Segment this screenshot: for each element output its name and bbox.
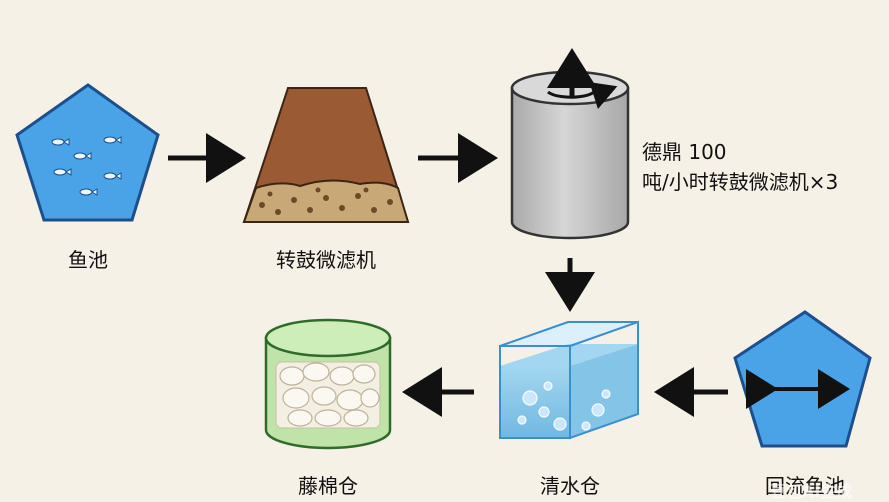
watermark: 豆包AI生成 [770,482,853,501]
fish-pond-icon [15,83,160,222]
fish-pond-label: 鱼池 [68,248,108,272]
spec-line-1: 德鼎 100 [642,140,727,164]
drum-filter-icon [242,87,410,223]
spec-line-2: 吨/小时转鼓微滤机×3 [642,170,839,194]
clear-water-tank-icon [499,320,639,440]
return-pond-label: 回流鱼池 [765,474,845,498]
return-pond-icon [733,310,872,448]
drum-filter-label: 转鼓微滤机 [276,248,376,272]
cotton-tank-icon [264,318,392,450]
cotton-tank-label: 藤棉仓 [298,474,358,498]
clear-water-tank-label: 清水仓 [540,474,600,498]
rotating-drum-icon [510,48,630,240]
